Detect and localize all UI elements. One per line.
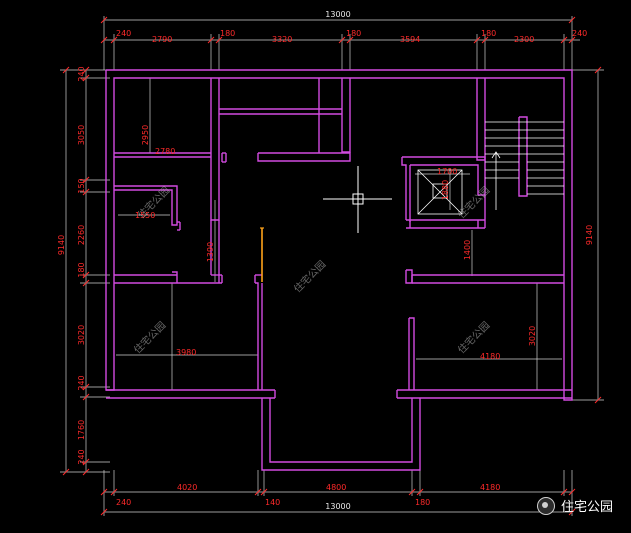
inner-label-1: 2780: [155, 147, 175, 156]
staircase-treads: [485, 121, 564, 210]
elevator-shaft: [417, 169, 463, 215]
left-seg-0: 240: [77, 66, 86, 81]
inner-label-5: 1700: [437, 167, 457, 176]
top-seg-2: 180: [220, 29, 235, 38]
inner-label-2: 1550: [135, 211, 155, 220]
watermark-5: 住宅公园: [455, 319, 492, 356]
bottom-total-label: 13000: [325, 502, 350, 511]
top-seg-3: 3320: [272, 35, 292, 44]
top-seg-6: 180: [481, 29, 496, 38]
top-seg-1: 2790: [152, 35, 172, 44]
floor-plan-walls: [105, 69, 573, 471]
inner-label-9: 3020: [528, 326, 537, 346]
watermark-2: 住宅公园: [455, 184, 492, 221]
inner-label-3: 1390: [206, 242, 215, 262]
left-seg-5: 3020: [77, 325, 86, 345]
bottom-seg-4: 180: [415, 498, 430, 507]
top-dimension-labels: 13000 240 2790 180 3320 180 3594 180 230…: [116, 10, 587, 44]
inner-label-8: 4180: [480, 352, 500, 361]
left-seg-7: 1760: [77, 420, 86, 440]
bottom-seg-2: 140: [265, 498, 280, 507]
bottom-dimension-labels: 240 4020 140 4800 180 4180 13000: [116, 483, 500, 511]
left-seg-3: 2260: [77, 225, 86, 245]
inner-label-6: 1880: [441, 180, 450, 200]
left-total-label: 9140: [57, 235, 66, 255]
inner-label-0: 2950: [141, 125, 150, 145]
bottom-seg-5: 4180: [480, 483, 500, 492]
watermark-4: 住宅公园: [131, 319, 168, 356]
top-seg-5: 3594: [400, 35, 420, 44]
dimension-ticks: [62, 16, 602, 516]
inner-label-7: 1400: [463, 240, 472, 260]
left-seg-6: 240: [77, 375, 86, 390]
watermark-3: 住宅公园: [291, 258, 328, 295]
brand-badge: 住宅公园: [536, 496, 613, 515]
bottom-seg-1: 4020: [177, 483, 197, 492]
left-seg-1: 3050: [77, 125, 86, 145]
watermarks: 住宅公园 住宅公园 住宅公园 住宅公园 住宅公园: [131, 184, 492, 356]
top-seg-4: 180: [346, 29, 361, 38]
inner-dimension-labels: 2950 2780 1550 1390 3980 1700 1880 1400 …: [135, 125, 537, 361]
left-seg-8: 240: [77, 449, 86, 464]
top-seg-8: 240: [572, 29, 587, 38]
top-seg-7: 2300: [514, 35, 534, 44]
dimension-lines: [60, 16, 604, 516]
top-seg-0: 240: [116, 29, 131, 38]
bottom-seg-0: 240: [116, 498, 131, 507]
right-total-label: 9140: [585, 225, 594, 245]
wechat-logo-icon: [536, 496, 555, 515]
bottom-seg-3: 4800: [326, 483, 346, 492]
top-total-label: 13000: [325, 10, 350, 19]
inner-label-4: 3980: [176, 348, 196, 357]
left-dimension-labels: 9140 240 3050 150 2260 180 3020 240 1760…: [57, 66, 86, 464]
left-seg-2: 150: [77, 178, 86, 193]
brand-label: 住宅公园: [560, 500, 613, 515]
left-seg-4: 180: [77, 262, 86, 277]
crosshair-cursor-icon: [323, 166, 392, 233]
